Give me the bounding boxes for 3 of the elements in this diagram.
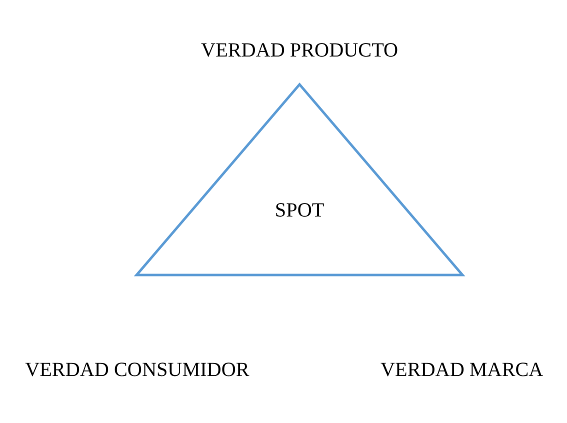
label: VERDAD PRODUCTO — [201, 39, 398, 62]
label: VERDAD CONSUMIDOR — [25, 359, 250, 382]
label: VERDAD MARCA — [380, 359, 544, 382]
